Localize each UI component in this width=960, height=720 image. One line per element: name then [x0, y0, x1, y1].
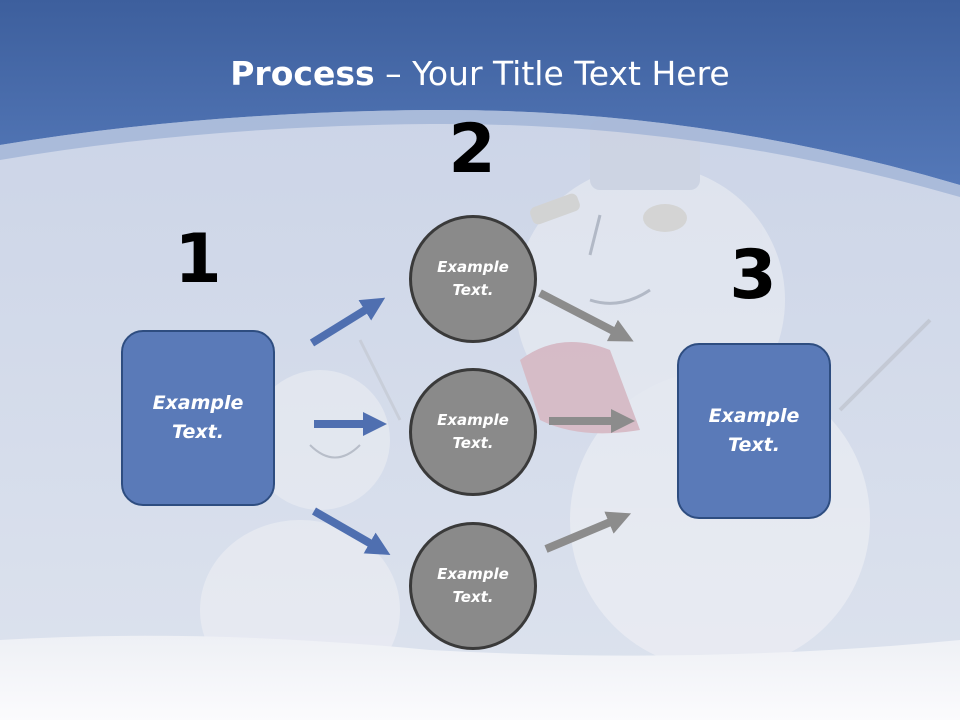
step-number-1: 1 [174, 220, 222, 299]
title-rest: – Your Title Text Here [374, 54, 730, 93]
right-box: Example Text. [677, 343, 831, 519]
circle-2-label: Example Text. [437, 411, 509, 452]
arrow-to-circle-3 [312, 507, 391, 555]
title-bold: Process [230, 54, 375, 93]
left-box: Example Text. [121, 330, 275, 506]
circle-3: Example Text. [409, 522, 537, 650]
circle-2: Example Text. [409, 368, 537, 496]
circle-1-label: Example Text. [437, 258, 509, 299]
right-box-label: Example Text. [708, 405, 800, 456]
step-number-2: 2 [448, 110, 496, 189]
circle-3-label: Example Text. [437, 565, 509, 606]
circle-1: Example Text. [409, 215, 537, 343]
arrow-from-circle-1 [538, 289, 634, 342]
arrow-to-circle-1 [309, 297, 386, 347]
left-box-label: Example Text. [152, 392, 244, 443]
slide-title: Process – Your Title Text Here [0, 52, 960, 96]
step-number-3: 3 [729, 236, 777, 315]
arrow-from-circle-3 [544, 511, 632, 553]
